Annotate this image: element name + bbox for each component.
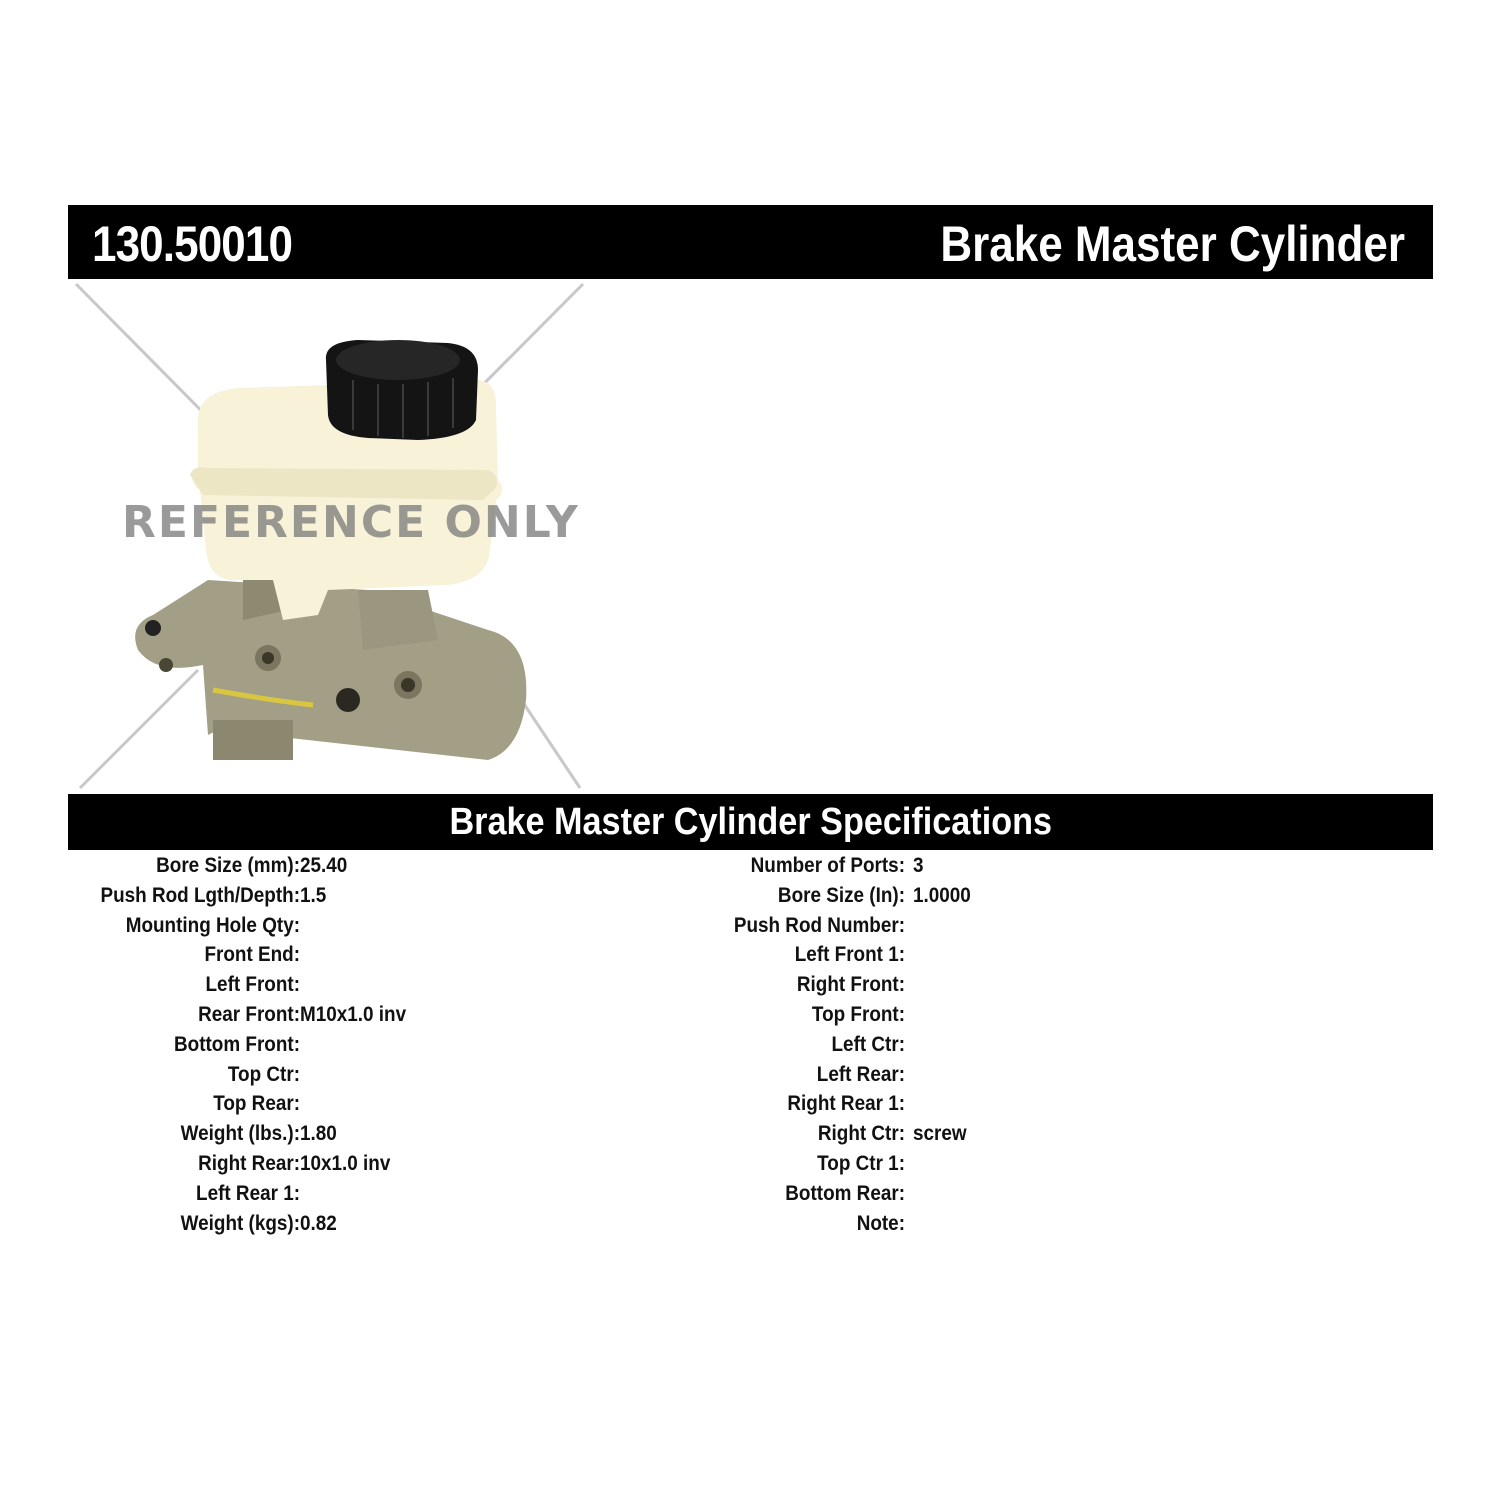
- spec-label: Note:: [856, 1211, 905, 1235]
- spec-row: Bore Size (mm):25.40: [0, 854, 347, 884]
- spec-value: 0.82: [300, 1211, 337, 1235]
- specifications-header: Brake Master Cylinder Specifications: [68, 794, 1433, 850]
- spec-label: Top Ctr:: [227, 1062, 300, 1086]
- spec-column-left: Bore Size (mm):25.40 Push Rod Lgth/Depth…: [0, 854, 407, 1242]
- spec-row: Left Ctr:: [600, 1033, 905, 1063]
- spec-row: Push Rod Lgth/Depth:1.5: [0, 883, 327, 914]
- spec-value: 1.5: [300, 883, 327, 907]
- spec-label: Bottom Rear:: [785, 1181, 905, 1205]
- spec-row: Left Rear 1:: [0, 1182, 300, 1212]
- spec-row: Left Front 1:: [600, 943, 905, 973]
- spec-row: Rear Front:M10x1.0 inv: [0, 1002, 406, 1033]
- spec-row: Top Ctr 1:: [600, 1152, 905, 1182]
- spec-row: Note:: [600, 1212, 905, 1242]
- spec-value: 1.0000: [913, 883, 971, 907]
- spec-label: Left Front:: [205, 973, 300, 997]
- spec-value: 1.80: [300, 1122, 337, 1146]
- specifications-title: Brake Master Cylinder Specifications: [449, 801, 1052, 843]
- spec-column-right: Number of Ports:3 Bore Size (In):1.0000 …: [600, 854, 971, 1242]
- spec-label: Front End:: [204, 943, 300, 967]
- reference-only-watermark: REFERENCE ONLY: [122, 497, 580, 548]
- spec-label: Push Rod Number:: [733, 913, 905, 937]
- spec-label: Right Rear 1:: [787, 1092, 905, 1116]
- spec-row: Right Rear 1:: [600, 1092, 905, 1122]
- spec-label: Bore Size (mm):: [156, 854, 300, 877]
- spec-label: Right Ctr:: [817, 1122, 905, 1146]
- spec-label: Top Rear:: [213, 1092, 300, 1116]
- part-number: 130.50010: [92, 216, 293, 272]
- spec-label: Left Ctr:: [831, 1032, 905, 1056]
- spec-label: Top Ctr 1:: [817, 1151, 905, 1175]
- spec-row: Right Ctr: screw: [600, 1122, 967, 1152]
- spec-label: Push Rod Lgth/Depth:: [100, 883, 300, 907]
- spec-label: Mounting Hole Qty:: [125, 913, 300, 937]
- spec-row: Front End:: [0, 943, 300, 973]
- spec-label: Left Rear:: [816, 1062, 905, 1086]
- spec-row: Top Ctr:: [0, 1063, 300, 1093]
- spec-label: Left Front 1:: [794, 943, 905, 967]
- spec-value: 25.40: [300, 854, 348, 877]
- spec-row: Bottom Rear:: [600, 1182, 905, 1212]
- spec-label: Top Front:: [811, 1002, 905, 1026]
- spec-row: Weight (lbs.):1.80: [0, 1122, 337, 1152]
- spec-row: Push Rod Number:: [600, 914, 905, 944]
- spec-row: Right Rear:10x1.0 inv: [0, 1151, 390, 1182]
- spec-row: Right Front:: [600, 973, 905, 1003]
- spec-label: Bottom Front:: [174, 1032, 300, 1056]
- spec-label: Weight (kgs):: [180, 1211, 300, 1235]
- spec-value: M10x1.0 inv: [300, 1002, 407, 1026]
- spec-row: Bottom Front:: [0, 1033, 300, 1063]
- spec-value: 3: [913, 854, 924, 877]
- spec-label: Left Rear 1:: [196, 1181, 300, 1205]
- spec-label: Weight (lbs.):: [180, 1122, 300, 1146]
- spec-row: Top Front:: [600, 1003, 905, 1033]
- spec-row: Weight (kgs):0.82: [0, 1211, 337, 1242]
- spec-label: Right Rear:: [198, 1151, 300, 1175]
- spec-row: Left Front:: [0, 973, 300, 1003]
- spec-label: Rear Front:: [198, 1002, 300, 1026]
- header-bar: 130.50010 Brake Master Cylinder: [68, 205, 1433, 279]
- spec-row: Bore Size (In): 1.0000: [600, 883, 971, 914]
- product-title: Brake Master Cylinder: [940, 216, 1405, 272]
- spec-label: Number of Ports:: [750, 854, 905, 877]
- spec-row: Number of Ports: 3: [600, 854, 924, 884]
- spec-row: Mounting Hole Qty:: [0, 914, 300, 944]
- spec-row: Top Rear:: [0, 1092, 300, 1122]
- product-image: [68, 280, 608, 790]
- spec-value: screw: [913, 1122, 967, 1146]
- spec-value: 10x1.0 inv: [300, 1151, 391, 1175]
- spec-label: Bore Size (In):: [777, 883, 905, 907]
- spec-label: Right Front:: [796, 973, 905, 997]
- spec-row: Left Rear:: [600, 1063, 905, 1093]
